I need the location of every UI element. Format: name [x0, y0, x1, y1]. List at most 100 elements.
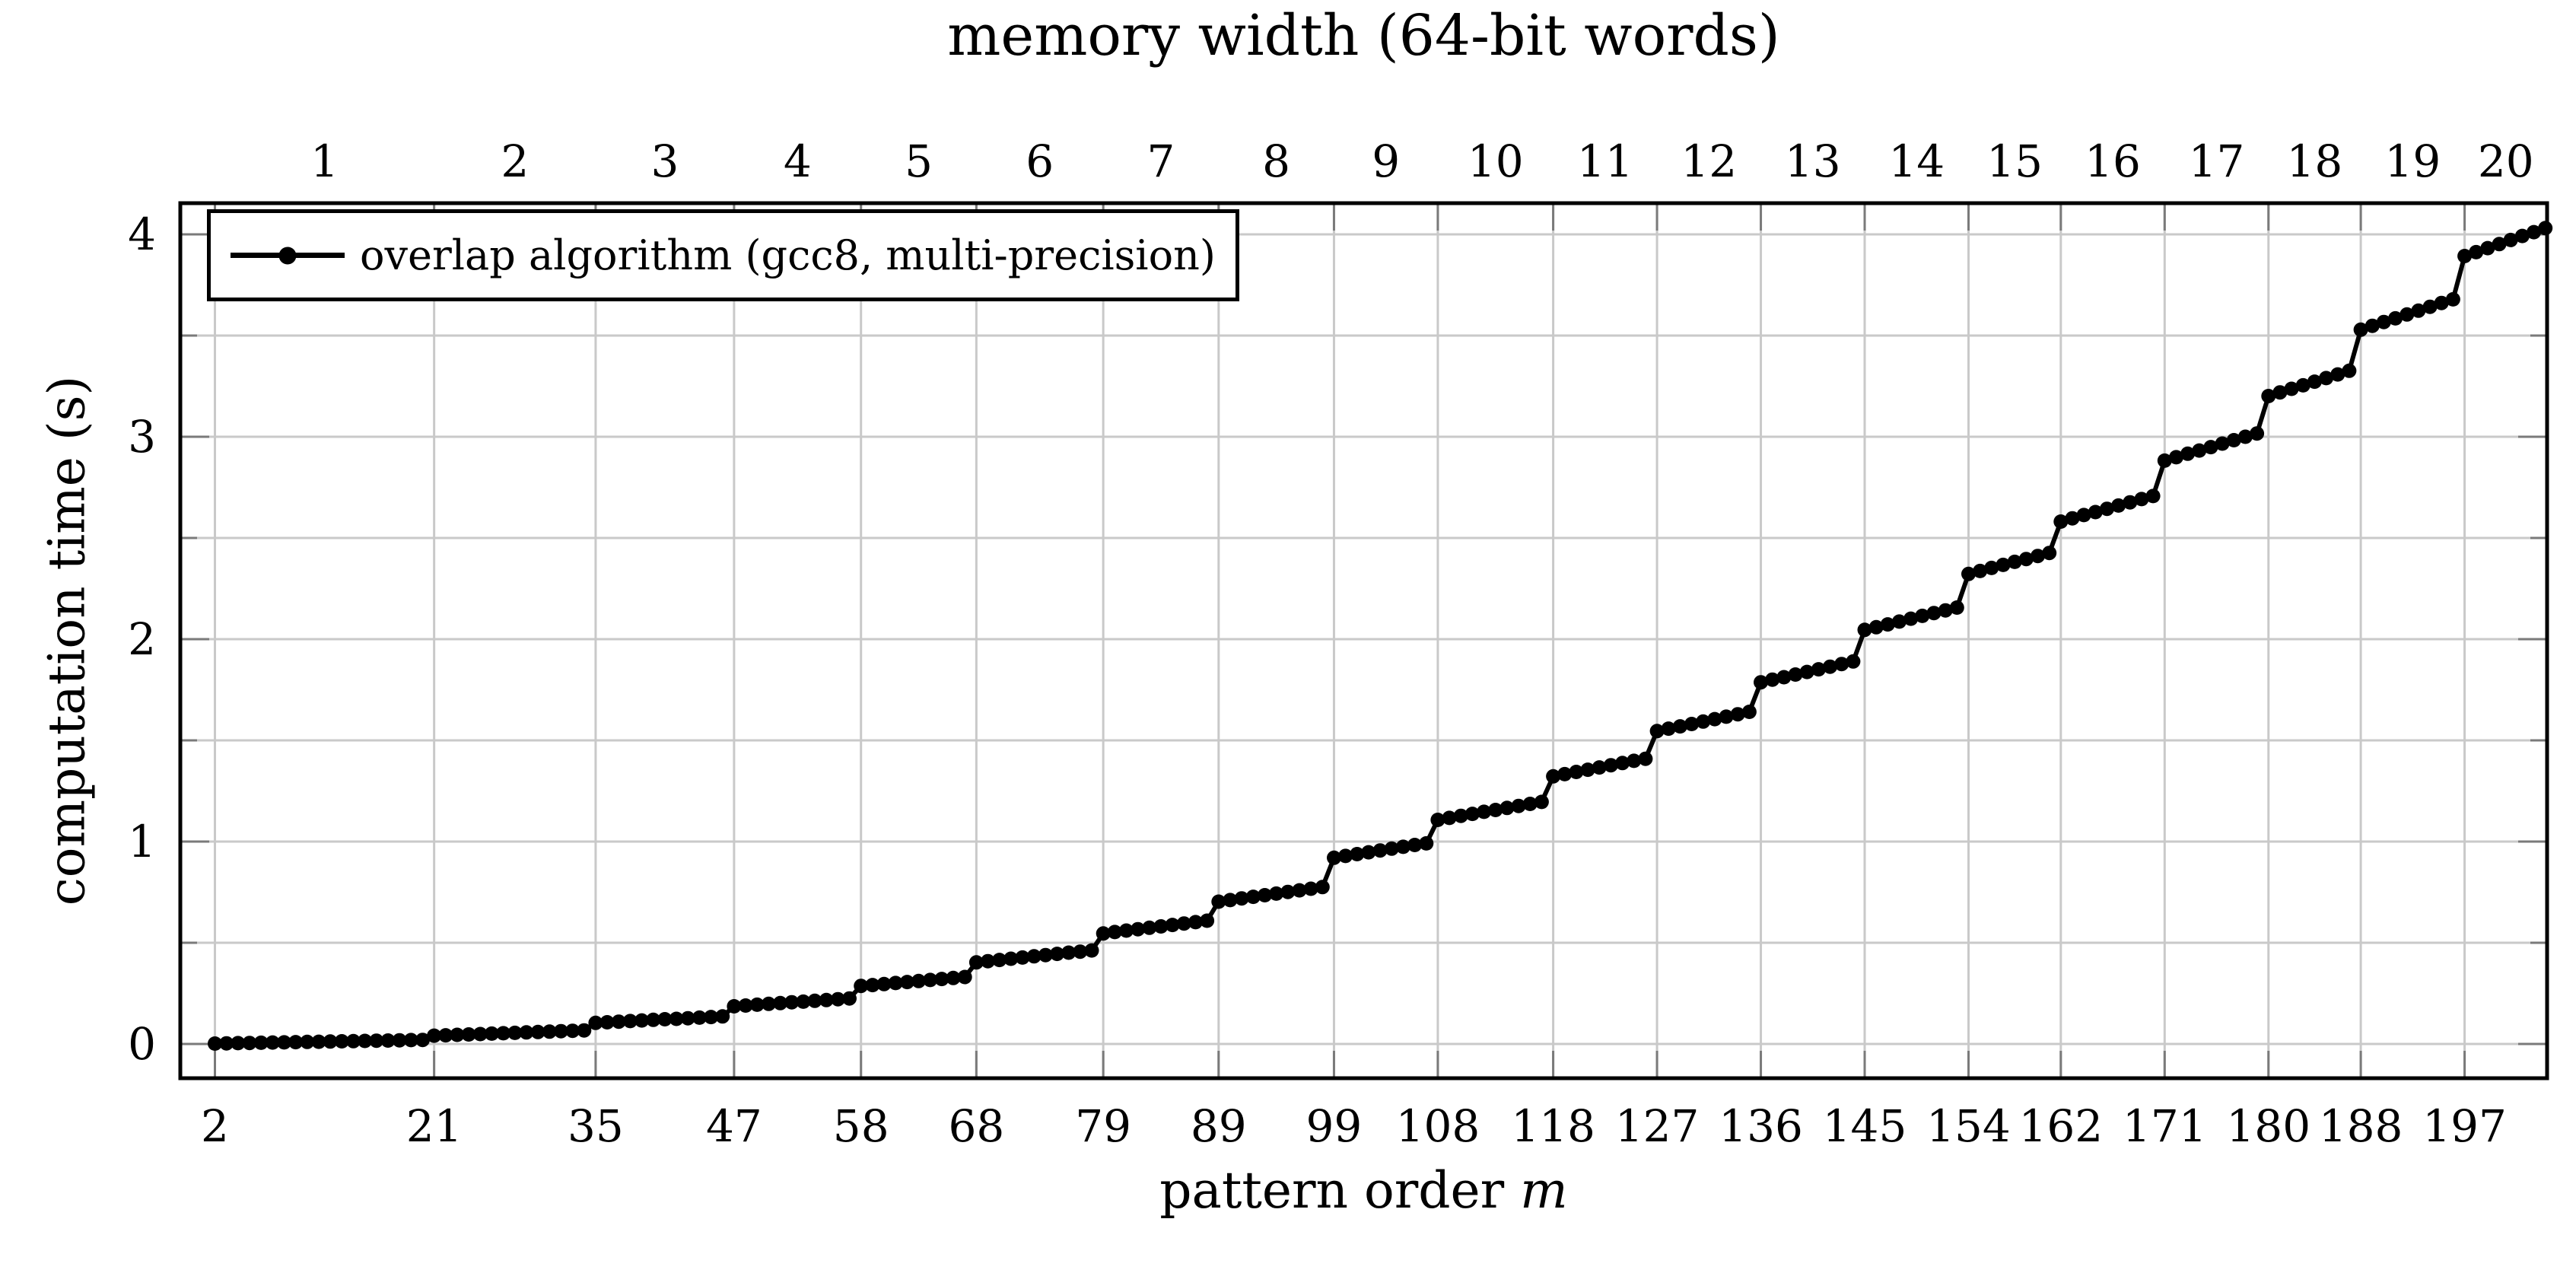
series-point-marker [1522, 797, 1538, 811]
series-point-marker [2492, 237, 2507, 252]
series-point-marker [1684, 717, 1700, 731]
series-point-marker [346, 1033, 361, 1049]
series-point-marker [1557, 766, 1573, 781]
series-point-marker [957, 969, 972, 985]
series-point-marker [1511, 798, 1526, 813]
series-point-marker [1327, 850, 1341, 865]
series-point-marker [553, 1023, 568, 1039]
series-point-marker [2330, 367, 2345, 382]
series-line [215, 225, 2546, 1046]
series-point-marker [888, 975, 903, 991]
series-point-marker [1707, 711, 1722, 727]
series-point-marker [1442, 810, 1457, 826]
series-point-marker [1142, 920, 1157, 935]
series-point-marker [461, 1027, 476, 1042]
x-top-tick-label: 14 [1888, 135, 1945, 187]
series-point-marker [1315, 880, 1330, 895]
series-point-marker [334, 1034, 349, 1049]
series-point-marker [2342, 363, 2357, 378]
x-bottom-tick-label: 89 [1191, 1100, 1247, 1152]
series-point-marker [1407, 838, 1423, 852]
series-point-marker [2065, 511, 2080, 526]
y-tick-label: 4 [128, 208, 156, 260]
x-top-tick-label: 2 [501, 135, 529, 187]
series-point-marker [1580, 762, 1595, 778]
x-axis-label-text: pattern order [1159, 1161, 1521, 1220]
y-tick-label: 3 [128, 411, 156, 463]
series-point-marker [1211, 894, 1226, 909]
series-point-marker [2042, 546, 2057, 561]
series-point-marker [1984, 560, 1999, 575]
series-point-marker [2514, 228, 2530, 243]
series-point-marker [1488, 803, 1503, 817]
x-bottom-tick-label: 21 [406, 1100, 463, 1152]
series-point-marker [899, 975, 914, 990]
series-point-marker [1419, 835, 1434, 851]
series-point-marker [1477, 804, 1492, 819]
series-point-marker [1384, 841, 1399, 856]
x-top-tick-label: 17 [2189, 135, 2245, 187]
series-point-marker [288, 1035, 304, 1050]
series-point-marker [1546, 769, 1561, 784]
series-point-marker [1534, 794, 1549, 810]
x-bottom-tick-label: 171 [2123, 1100, 2207, 1152]
top-axis-title: memory width (64-bit words) [947, 3, 1780, 68]
series-point-marker [496, 1026, 511, 1041]
series-point-marker [2007, 554, 2022, 569]
series-point-marker [231, 1036, 246, 1051]
series-point-marker [1926, 606, 1942, 621]
series-point-marker [876, 976, 892, 991]
series-point-marker [415, 1033, 430, 1048]
series-point-marker [1868, 619, 1884, 635]
x-axis-label: pattern order m [180, 1161, 2547, 1220]
series-point-marker [588, 1015, 603, 1030]
series-point-marker [1107, 925, 1122, 940]
series-point-marker [715, 1009, 730, 1024]
series-point-marker [519, 1025, 534, 1040]
series-point-marker [2376, 314, 2391, 329]
series-point-marker [1661, 721, 1676, 737]
series-point-marker [622, 1014, 638, 1029]
legend-entry-label: overlap algorithm (gcc8, multi-precision… [360, 231, 1216, 279]
series-point-marker [1776, 670, 1792, 685]
series-point-marker [2215, 436, 2230, 451]
series-point-marker [761, 996, 776, 1011]
series-point-marker [253, 1035, 269, 1050]
series-point-marker [981, 953, 995, 969]
series-point-marker [1176, 916, 1191, 931]
series-point-marker [1361, 845, 1376, 860]
series-point-marker [842, 991, 857, 1006]
series-point-marker [450, 1027, 465, 1042]
x-top-tick-label: 18 [2287, 135, 2343, 187]
y-axis-label: computation time (s) [37, 375, 97, 906]
series-point-marker [2180, 446, 2196, 461]
series-point-marker [2031, 549, 2045, 564]
series-point-marker [830, 991, 845, 1007]
x-bottom-tick-label: 47 [706, 1100, 762, 1152]
series-point-marker [1119, 923, 1134, 938]
series-point-marker [392, 1033, 407, 1048]
x-top-tick-label: 7 [1147, 135, 1175, 187]
series-point-marker [1938, 603, 1953, 618]
series-point-marker [277, 1035, 291, 1050]
series-point-marker [1592, 760, 1607, 775]
series-point-marker [692, 1010, 707, 1025]
series-point-marker [1696, 714, 1711, 729]
series-point-marker [1741, 705, 1757, 719]
series-point-marker [738, 998, 753, 1013]
series-point-marker [2457, 249, 2473, 263]
series-point-marker [727, 999, 742, 1014]
series-point-marker [265, 1035, 280, 1050]
series-point-marker [311, 1034, 326, 1049]
series-point-marker [1719, 709, 1734, 724]
x-top-tick-label: 19 [2384, 135, 2441, 187]
series-point-marker [2307, 374, 2322, 390]
x-top-tick-label: 13 [1785, 135, 1841, 187]
series-point-marker [819, 992, 834, 1007]
series-point-marker [403, 1033, 418, 1048]
x-bottom-tick-label: 108 [1396, 1100, 1480, 1152]
x-bottom-tick-label: 162 [2018, 1100, 2103, 1152]
series-point-marker [2480, 240, 2495, 256]
series-point-marker [611, 1014, 626, 1030]
